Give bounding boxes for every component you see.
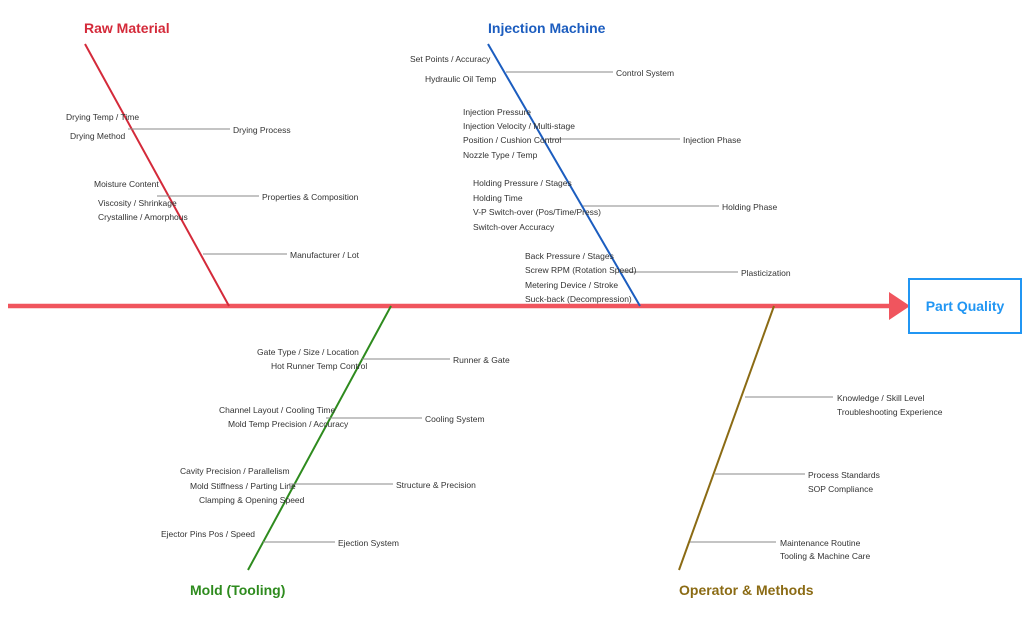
cause-item: Mold Stiffness / Parting Line <box>190 481 296 491</box>
group-label: Structure & Precision <box>396 480 476 490</box>
cause-item: SOP Compliance <box>808 484 873 494</box>
group-label: Drying Process <box>233 125 291 135</box>
cause-item: Tooling & Machine Care <box>780 551 871 561</box>
cause-item: Drying Temp / Time <box>66 112 139 122</box>
cause-item: Drying Method <box>70 131 126 141</box>
cause-item: Holding Time <box>473 193 523 203</box>
cause-item: Metering Device / Stroke <box>525 280 618 290</box>
cause-item: Crystalline / Amorphous <box>98 212 188 222</box>
cause-item: Channel Layout / Cooling Time <box>219 405 336 415</box>
bone-injection-machine <box>487 43 641 307</box>
cause-item: Holding Pressure / Stages <box>473 178 572 188</box>
cause-item: Switch-over Accuracy <box>473 222 555 232</box>
group-label: Runner & Gate <box>453 355 510 365</box>
category-title-raw: Raw Material <box>84 20 170 36</box>
group-label: Holding Phase <box>722 202 778 212</box>
cause-item: Position / Cushion Control <box>463 135 561 145</box>
cause-item: Set Points / Accuracy <box>410 54 491 64</box>
cause-item: V-P Switch-over (Pos/Time/Press) <box>473 207 601 217</box>
cause-item: Cavity Precision / Parallelism <box>180 466 290 476</box>
bone-mold <box>247 305 392 571</box>
bone-raw-material <box>84 43 230 307</box>
cause-item: Mold Temp Precision / Accuracy <box>228 419 349 429</box>
category-title-machine: Injection Machine <box>488 20 606 36</box>
cause-item: Viscosity / Shrinkage <box>98 198 177 208</box>
cause-item: Knowledge / Skill Level <box>837 393 925 403</box>
category-title-mold: Mold (Tooling) <box>190 582 285 598</box>
cause-item: Hot Runner Temp Control <box>271 361 367 371</box>
bone-operator <box>678 305 775 571</box>
cause-item: Moisture Content <box>94 179 159 189</box>
cause-item: Hydraulic Oil Temp <box>425 74 496 84</box>
category-title-operator: Operator & Methods <box>679 582 814 598</box>
spine-arrowhead <box>889 292 910 320</box>
group-label: Properties & Composition <box>262 192 359 202</box>
group-label: Manufacturer / Lot <box>290 250 360 260</box>
cause-item: Suck-back (Decompression) <box>525 294 632 304</box>
group-label: Cooling System <box>425 414 485 424</box>
cause-item: Back Pressure / Stages <box>525 251 614 261</box>
effect-label: Part Quality <box>925 298 1005 314</box>
cause-item: Gate Type / Size / Location <box>257 347 359 357</box>
cause-item: Injection Pressure <box>463 107 531 117</box>
cause-item: Clamping & Opening Speed <box>199 495 305 505</box>
group-label: Control System <box>616 68 674 78</box>
cause-item: Troubleshooting Experience <box>837 407 943 417</box>
group-label: Ejection System <box>338 538 399 548</box>
cause-item: Maintenance Routine <box>780 538 861 548</box>
effect-box: Part Quality <box>908 278 1022 334</box>
cause-item: Process Standards <box>808 470 880 480</box>
cause-item: Injection Velocity / Multi-stage <box>463 121 575 131</box>
cause-item: Nozzle Type / Temp <box>463 150 538 160</box>
cause-item: Screw RPM (Rotation Speed) <box>525 265 637 275</box>
group-label: Injection Phase <box>683 135 741 145</box>
group-label: Plasticization <box>741 268 791 278</box>
cause-item: Ejector Pins Pos / Speed <box>161 529 255 539</box>
